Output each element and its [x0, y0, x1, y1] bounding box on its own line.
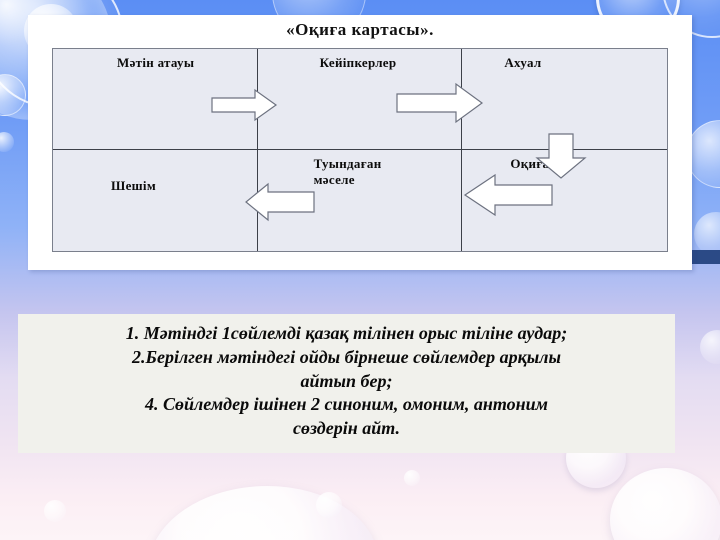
- instruction-line-3: айтып бер;: [300, 370, 393, 391]
- bubble-bottom-blob-icon: [148, 486, 378, 540]
- instructions-text-box: 1. Мәтіндгі 1сөйлемді қазақ тілінен орыс…: [18, 314, 675, 453]
- instruction-line-5: сөздерін айт.: [293, 418, 400, 438]
- cell-label: Туындаған мәселе: [313, 156, 382, 188]
- table-cell-text-title: Мәтін атауы: [53, 49, 258, 150]
- table-cell-solution: Шешім: [53, 150, 258, 251]
- cell-label: Шешім: [111, 178, 156, 193]
- right-edge-accent-bar: [690, 250, 720, 264]
- table-cell-problem: Туындаған мәселе: [258, 150, 463, 251]
- instruction-line-2: 2.Берілген мәтіндегі ойды бірнеше сөйлем…: [132, 346, 561, 367]
- page-title: «Оқиға картасы».: [286, 20, 434, 39]
- bubble-right-lower-icon: [700, 330, 720, 364]
- bubble-bottom-right-large-icon: [610, 468, 720, 540]
- cell-label: Ахуал: [504, 55, 542, 70]
- bubble-bottom-center-tiny-icon: [404, 470, 420, 486]
- instruction-line-4: 4. Сөйлемдер ішінен 2 синоним, омоним, а…: [145, 394, 548, 415]
- event-map-table: Мәтін атауы Кейіпкерлер Ахуал Шешім Туын…: [52, 48, 668, 252]
- cell-label: Кейіпкерлер: [319, 55, 397, 70]
- bubble-left-tiny-icon: [0, 132, 14, 152]
- instruction-line-1: 1. Мәтіндгі 1сөйлемді қазақ тілінен орыс…: [125, 323, 568, 343]
- bubble-bottom-left-icon: [44, 500, 66, 522]
- cell-label: Оқиға: [510, 156, 550, 171]
- table-cell-characters: Кейіпкерлер: [257, 49, 463, 150]
- bubble-bottom-center-icon: [316, 492, 342, 518]
- bubble-left-small-icon: [0, 74, 26, 116]
- content-card: «Оқиға картасы». Мәтін атауы Кейіпкерлер…: [28, 15, 692, 270]
- table-cell-situation: Ахуал: [462, 49, 667, 150]
- table-cell-event: Оқиға: [462, 150, 667, 251]
- cell-label: Мәтін атауы: [117, 55, 195, 70]
